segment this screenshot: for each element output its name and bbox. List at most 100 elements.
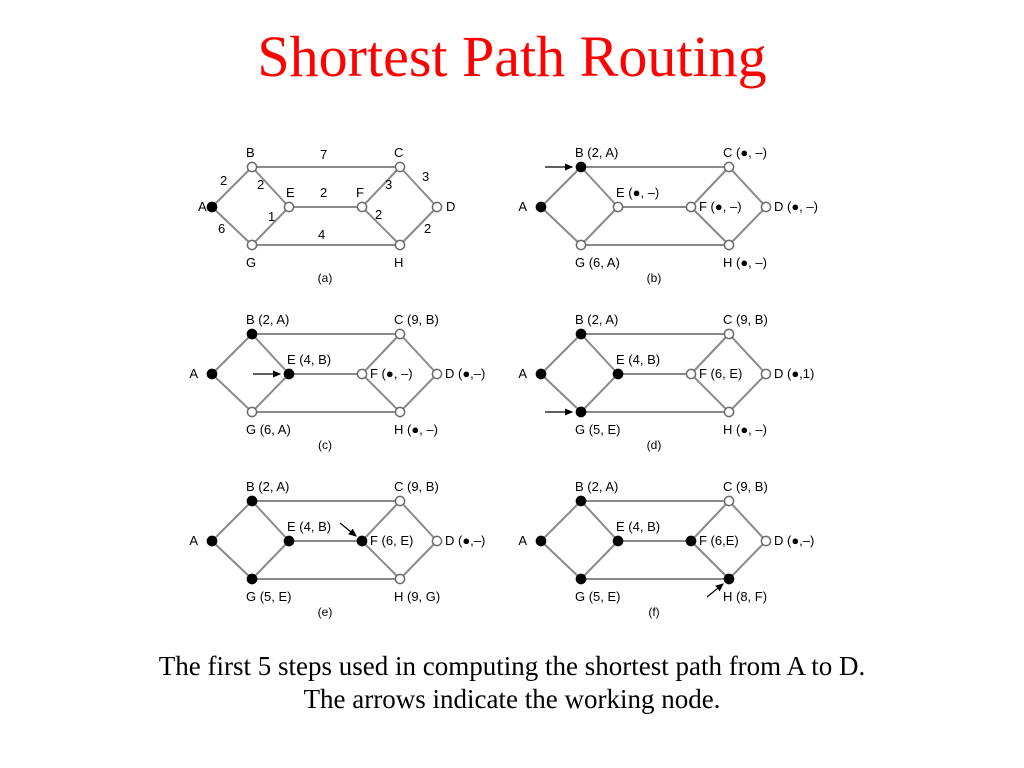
node-label-C: C (9, B) xyxy=(394,479,439,494)
edge-A-G xyxy=(540,540,582,580)
edge-F-H xyxy=(690,540,730,580)
edge-B-E xyxy=(251,500,290,542)
node-B xyxy=(246,328,258,340)
node-label-E: E (4, B) xyxy=(616,352,660,367)
node-G xyxy=(575,573,587,585)
edge-weight-A-G: 6 xyxy=(218,221,225,236)
edge-A-B xyxy=(211,500,253,542)
node-label-A: A xyxy=(518,199,527,214)
node-label-C: C (9, B) xyxy=(723,312,768,327)
caption-line-2: The arrows indicate the working node. xyxy=(303,683,721,714)
panel-label-c: (c) xyxy=(318,438,332,452)
edge-F-C xyxy=(361,166,401,208)
node-A xyxy=(206,535,218,547)
node-E xyxy=(283,535,295,547)
node-B xyxy=(246,161,258,173)
edge-H-D xyxy=(399,540,438,580)
node-E xyxy=(283,368,295,380)
node-label-F: F (6, E) xyxy=(370,533,413,548)
edge-A-G xyxy=(540,206,582,246)
panel-f: AB (2, A)C (9, B)D (●,–)E (4, B)F (6,E)G… xyxy=(518,479,814,619)
panel-label-f: (f) xyxy=(648,605,659,619)
node-B xyxy=(575,328,587,340)
edge-F-C xyxy=(690,500,730,542)
node-A xyxy=(535,368,547,380)
panel-e: AB (2, A)C (9, B)D (●,–)E (4, B)F (6, E)… xyxy=(189,479,485,619)
node-F xyxy=(356,535,368,547)
edge-F-H xyxy=(361,540,401,580)
figure-caption: The first 5 steps used in computing the … xyxy=(40,650,984,716)
edge-A-G xyxy=(211,540,253,580)
node-D xyxy=(760,201,772,213)
node-label-B: B (2, A) xyxy=(246,312,289,327)
edge-F-H xyxy=(690,206,730,246)
node-label-C: C (9, B) xyxy=(394,312,439,327)
node-label-G: G (5, E) xyxy=(575,422,621,437)
edge-weight-F-H: 2 xyxy=(375,207,382,222)
edge-F-H xyxy=(361,206,401,246)
edge-F-C xyxy=(690,333,730,375)
edge-A-G xyxy=(540,373,582,413)
node-E xyxy=(283,201,295,213)
node-label-F: F (●, –) xyxy=(370,366,413,381)
node-label-D: D (●, –) xyxy=(774,199,818,214)
edge-A-B xyxy=(540,333,582,375)
edge-G-E xyxy=(580,206,619,246)
node-H xyxy=(394,406,406,418)
panel-label-e: (e) xyxy=(318,605,333,619)
panel-c: AB (2, A)C (9, B)D (●,–)E (4, B)F (●, –)… xyxy=(189,312,485,452)
node-label-E: E xyxy=(286,185,295,200)
node-label-G: G (5, E) xyxy=(246,589,292,604)
edge-G-E xyxy=(251,373,290,413)
node-D xyxy=(431,201,443,213)
edge-F-C xyxy=(690,166,730,208)
panel-label-d: (d) xyxy=(647,438,662,452)
node-label-A: A xyxy=(189,533,198,548)
node-label-F: F (6,E) xyxy=(699,533,739,548)
node-E xyxy=(612,201,624,213)
edge-G-E xyxy=(251,540,290,580)
node-G xyxy=(575,406,587,418)
node-E xyxy=(612,368,624,380)
node-label-G: G (5, E) xyxy=(575,589,621,604)
node-C xyxy=(723,328,735,340)
edge-C-D xyxy=(728,500,767,542)
node-label-D: D xyxy=(446,199,455,214)
node-label-H: H (●, –) xyxy=(723,422,767,437)
node-G xyxy=(246,239,258,251)
edge-weight-G-H: 4 xyxy=(318,227,325,242)
node-C xyxy=(723,161,735,173)
node-G xyxy=(246,406,258,418)
node-label-D: D (●,–) xyxy=(445,533,485,548)
caption-line-1: The first 5 steps used in computing the … xyxy=(158,651,866,681)
node-label-A: A xyxy=(518,533,527,548)
edge-F-H xyxy=(690,373,730,413)
panel-b: AB (2, A)C (●, –)D (●, –)E (●, –)F (●, –… xyxy=(518,145,818,285)
edge-weight-F-C: 3 xyxy=(385,177,392,192)
node-label-F: F (6, E) xyxy=(699,366,742,381)
edge-weight-C-D: 3 xyxy=(422,169,429,184)
node-label-A: A xyxy=(189,366,198,381)
edge-weight-E-F: 2 xyxy=(320,185,327,200)
node-label-H: H (●, –) xyxy=(723,255,767,270)
edge-B-E xyxy=(251,333,290,375)
node-label-C: C xyxy=(394,145,403,160)
edge-A-B xyxy=(540,166,582,208)
node-label-D: D (●,1) xyxy=(774,366,814,381)
panel-d: AB (2, A)C (9, B)D (●,1)E (4, B)F (6, E)… xyxy=(518,312,814,452)
node-label-G: G xyxy=(246,255,256,270)
node-F xyxy=(685,535,697,547)
node-A xyxy=(206,368,218,380)
node-H xyxy=(723,573,735,585)
edge-A-G xyxy=(211,206,253,246)
edge-G-E xyxy=(580,540,619,580)
node-label-A: A xyxy=(198,199,207,214)
node-label-H: H (8, F) xyxy=(723,589,767,604)
node-G xyxy=(575,239,587,251)
node-C xyxy=(394,161,406,173)
working-node-arrow xyxy=(339,522,357,537)
panel-label-a: (a) xyxy=(318,271,333,285)
node-B xyxy=(246,495,258,507)
